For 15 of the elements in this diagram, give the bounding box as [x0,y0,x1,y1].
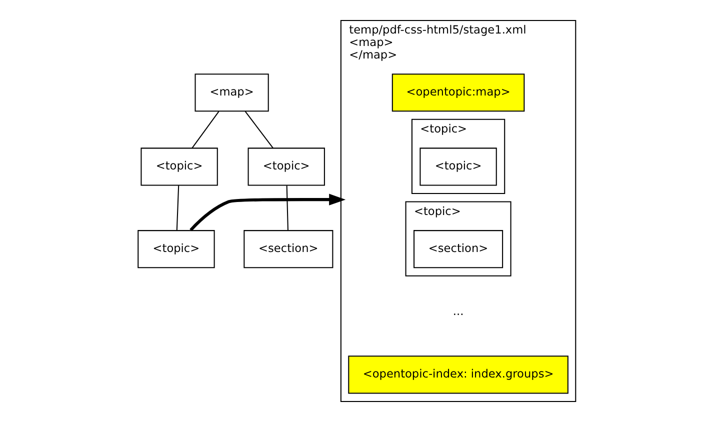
node-box: <opentopic-index: index.groups> [348,356,568,394]
label: ... [452,304,464,318]
arrow [189,194,346,232]
connector [176,186,179,230]
node-box: <topic> [419,148,496,186]
node-box: <opentopic:map> [391,74,524,112]
node-box: <topic> [137,230,214,268]
node-box: <map> [194,74,268,112]
connector [191,111,219,148]
node-box: <topic> [247,148,324,186]
node-box: <section> [243,230,333,268]
node-box: <section> [413,230,503,268]
node-box: <topic> [140,148,218,186]
connector [286,186,288,230]
connector [244,111,273,148]
